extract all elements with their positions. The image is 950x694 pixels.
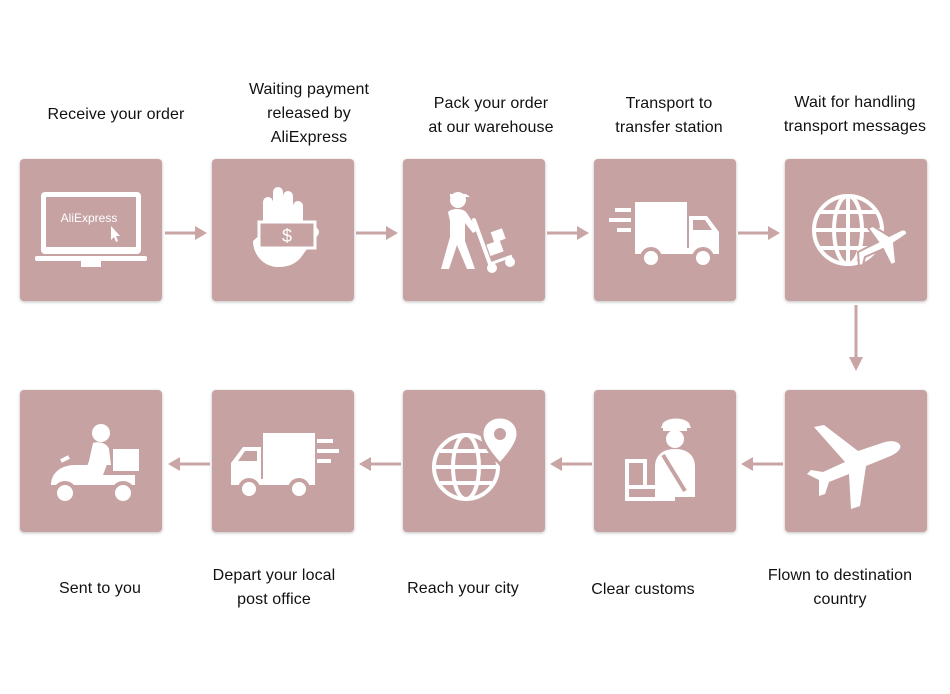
arrow-left-1 — [741, 457, 783, 471]
globe-plane-icon — [812, 194, 909, 268]
step-tile-reach-city — [403, 390, 545, 532]
delivery-worker-icon — [441, 192, 515, 273]
step-label-transport-transfer: Transport to transfer station — [615, 95, 723, 136]
step-label-pack-order: Pack your order at our warehouse — [428, 95, 554, 136]
step-label-clear-customs: Clear customs — [591, 581, 695, 598]
step-tile-transport-transfer — [594, 159, 736, 301]
hand-money-icon: $ — [253, 187, 319, 267]
customs-officer-icon — [625, 418, 695, 501]
arrow-right-3 — [547, 226, 589, 240]
truck-fast-icon — [231, 433, 339, 500]
step-label-wait-handling: Wait for handling transport messages — [783, 94, 927, 135]
truck-icon — [609, 202, 719, 269]
step-tile-sent-to-you — [20, 390, 162, 532]
step-tile-clear-customs — [594, 390, 736, 532]
arrow-left-3 — [359, 457, 401, 471]
arrow-right-1 — [165, 226, 207, 240]
arrow-right-2 — [356, 226, 398, 240]
scooter-courier-icon — [51, 424, 139, 505]
step-tile-depart-post-office — [212, 390, 354, 532]
step-tile-waiting-payment: $ — [212, 159, 354, 301]
arrow-left-2 — [550, 457, 592, 471]
globe-pin-icon — [432, 415, 520, 501]
step-label-flown-destination: Flown to destination country — [767, 567, 913, 608]
step-tile-pack-order — [403, 159, 545, 301]
step-tile-flown-destination — [785, 390, 927, 532]
step-tile-receive-order: AliExpress — [20, 159, 162, 301]
airplane-icon — [807, 425, 901, 509]
arrow-down — [849, 305, 863, 371]
step-tile-wait-handling — [785, 159, 927, 301]
laptop-icon: AliExpress — [35, 192, 147, 267]
screen-brand-text: AliExpress — [61, 211, 118, 225]
step-label-depart-post-office: Depart your local post office — [212, 567, 336, 608]
arrow-right-4 — [738, 226, 780, 240]
arrow-left-4 — [168, 457, 210, 471]
step-label-waiting-payment: Waiting payment released by AliExpress — [248, 81, 370, 146]
step-label-reach-city: Reach your city — [407, 580, 519, 597]
dollar-symbol: $ — [282, 226, 292, 246]
step-label-sent-to-you: Sent to you — [58, 580, 142, 597]
step-label-receive-order: Receive your order — [47, 106, 185, 123]
